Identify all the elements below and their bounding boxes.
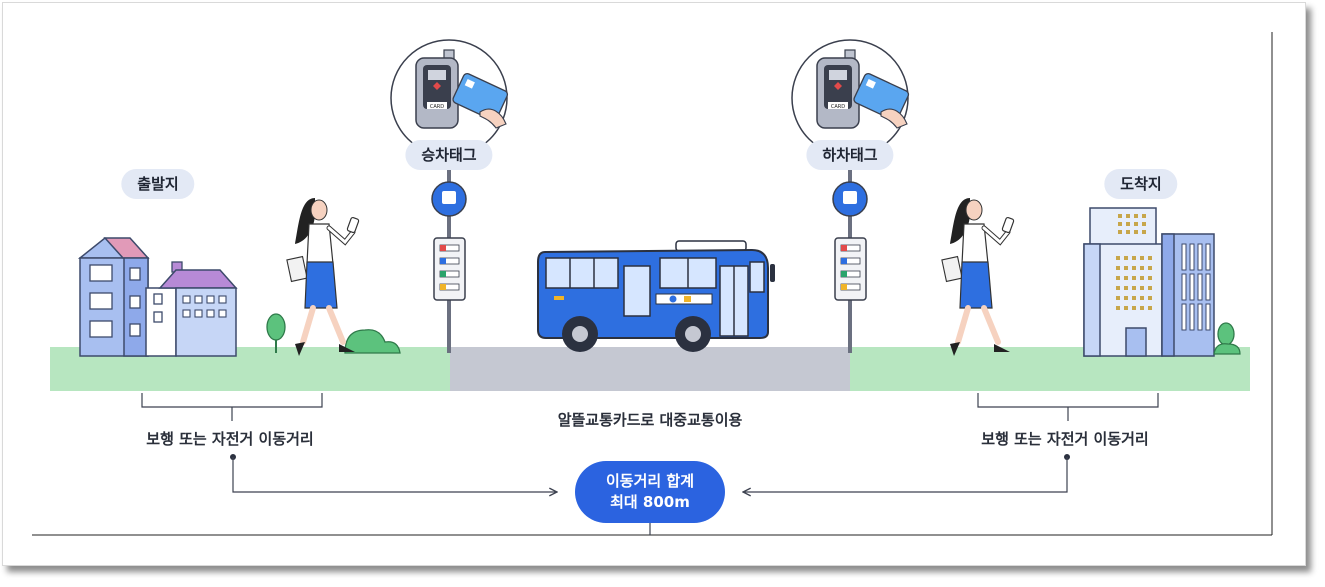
walking-woman-left <box>286 198 360 356</box>
board-tag-label: 승차태그 <box>405 140 493 170</box>
destination-buildings <box>1083 207 1241 357</box>
road <box>450 347 850 391</box>
left-distance-caption: 보행 또는 자전거 이동거리 <box>146 430 314 448</box>
center-transit-caption: 알뜰교통카드로 대중교통이용 <box>557 411 743 429</box>
left-bracket <box>141 393 323 421</box>
alight-tag-label: 하차태그 <box>806 140 894 170</box>
destination-label: 도착지 <box>1104 169 1178 199</box>
card-label-left: CARD <box>430 104 444 110</box>
origin-buildings <box>77 237 238 357</box>
total-distance-badge: 이동거리 합계 최대 800m <box>575 461 725 523</box>
right-bracket <box>977 393 1159 421</box>
right-distance-caption: 보행 또는 자전거 이동거리 <box>981 430 1149 448</box>
boarding-stop: CARD <box>390 39 509 353</box>
bus <box>537 240 775 352</box>
tree-left <box>266 313 286 353</box>
left-arrow <box>232 457 557 492</box>
right-arrow <box>743 457 1068 492</box>
total-line-1: 이동거리 합계 <box>605 472 695 490</box>
total-line-2: 최대 800m <box>610 493 690 511</box>
origin-label: 출발지 <box>121 169 195 199</box>
alighting-stop: CARD <box>791 39 910 353</box>
card-label-right: CARD <box>831 104 845 110</box>
walking-woman-right <box>941 198 1015 356</box>
bush-left <box>344 329 401 354</box>
